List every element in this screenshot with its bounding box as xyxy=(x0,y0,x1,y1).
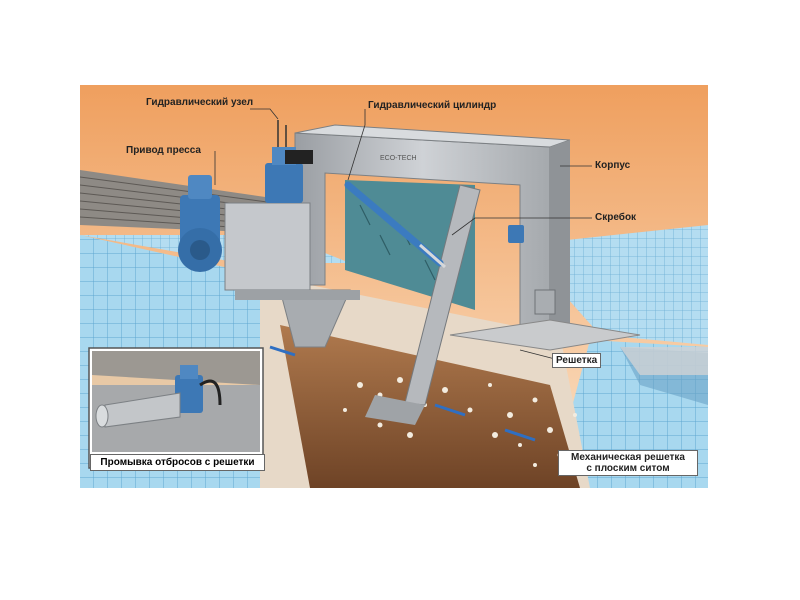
label-hydraulic-unit: Гидравлический узел xyxy=(146,97,253,108)
label-hydraulic-cylinder: Гидравлический цилиндр xyxy=(368,100,496,111)
side-bearing xyxy=(508,225,524,243)
brand-plate: ECO-TECH xyxy=(380,155,417,162)
label-flat-screen-line1: Механическая решетка xyxy=(571,452,685,463)
label-flat-screen-grate: Механическая решетка с плоским ситом xyxy=(558,450,698,476)
inset-caption: Промывка отбросов с решетки xyxy=(90,454,265,471)
press-base xyxy=(235,290,360,300)
press-box xyxy=(225,203,310,290)
label-housing: Корпус xyxy=(595,160,630,171)
label-flat-screen-line2: с плоским ситом xyxy=(586,463,669,474)
inset-photo xyxy=(89,348,263,468)
label-press-drive: Привод пресса xyxy=(126,145,201,156)
label-grate: Решетка xyxy=(552,353,601,368)
side-support xyxy=(535,290,555,314)
diagram-figure: ECO-TECH xyxy=(80,85,708,488)
label-scraper: Скребок xyxy=(595,212,636,223)
